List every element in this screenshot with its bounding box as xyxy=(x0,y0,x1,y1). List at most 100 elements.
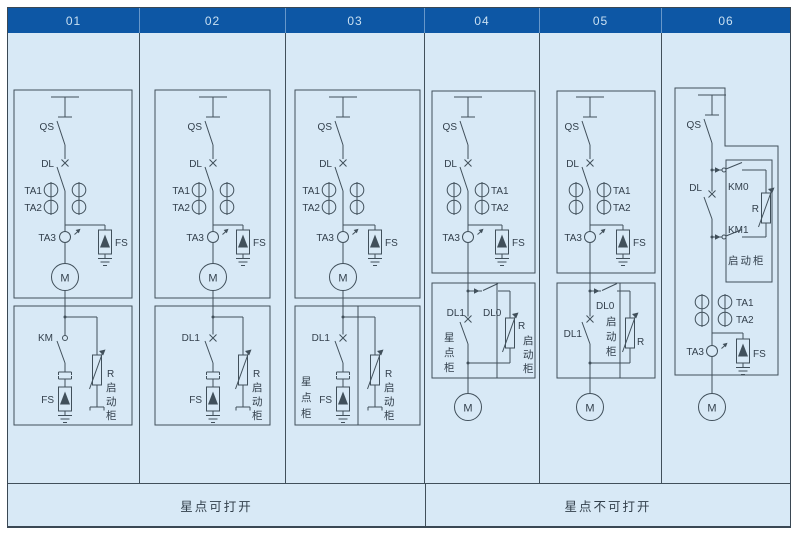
switchgear-box xyxy=(13,89,133,299)
footer-note-star-not-openable: 星点不可打开 xyxy=(425,484,790,526)
breaker-contact-icon xyxy=(209,334,217,342)
breaker-contact-icon xyxy=(464,159,472,167)
drawout-contact-icon xyxy=(206,366,220,388)
footer-note-star-openable: 星点可打开 xyxy=(180,498,253,514)
starter-cabinet-box xyxy=(725,159,773,283)
label-fs: FS xyxy=(189,395,202,406)
switchgear-box xyxy=(431,90,536,274)
label-qs: QS xyxy=(188,122,203,133)
starter-cabinet-box xyxy=(556,282,656,379)
arrester-fs-icon xyxy=(615,229,631,266)
breaker-contact-icon xyxy=(464,315,472,323)
label-r: R xyxy=(107,369,114,380)
motor-icon xyxy=(329,263,357,291)
resistor-r-icon xyxy=(502,312,519,353)
junction-dot xyxy=(710,235,714,239)
label-start-cabinet: 动 xyxy=(523,349,534,361)
label-km1: KM1 xyxy=(728,225,749,236)
motor-label: M xyxy=(585,403,594,415)
ct-ta3-icon xyxy=(584,231,596,243)
label-dl1: DL1 xyxy=(564,329,583,340)
label-ta1: TA1 xyxy=(491,186,509,197)
column-01: M QS DL TA1 TA2 TA3 FS KM FS R 启 动 柜 xyxy=(8,33,140,483)
motor-icon xyxy=(576,393,604,421)
ct-ta1-ta2-icon xyxy=(43,181,59,216)
ct-ta1-ta2-icon xyxy=(717,293,733,328)
label-ta2: TA2 xyxy=(24,203,42,214)
label-dl1: DL1 xyxy=(312,333,331,344)
arrester-fs-icon xyxy=(494,229,510,266)
switchgear-box xyxy=(556,90,656,274)
junction-dot xyxy=(710,168,714,172)
starter-cabinet-box xyxy=(13,305,133,426)
drawout-contact-icon xyxy=(336,366,350,388)
wires xyxy=(334,120,376,407)
label-dl0: DL0 xyxy=(596,301,615,312)
junction-dot xyxy=(63,315,67,319)
label-ta2: TA2 xyxy=(613,203,631,214)
label-start-cabinet: 动 xyxy=(384,396,395,408)
ta3-arrow-icon xyxy=(721,342,728,349)
ta3-arrow-icon xyxy=(477,228,484,235)
footer-row: 星点可打开 星点不可打开 xyxy=(8,483,790,526)
label-fs: FS xyxy=(115,238,128,249)
ct-ta3-icon xyxy=(59,231,71,243)
branch-arrow-icon xyxy=(715,234,721,240)
label-dl: DL xyxy=(41,159,54,170)
motor-icon xyxy=(51,263,79,291)
header-cell-04: 04 xyxy=(425,8,540,33)
label-start-cabinet: 柜 xyxy=(523,362,534,375)
ct-ta1-ta2-icon xyxy=(446,181,462,216)
circuit-01: M QS DL TA1 TA2 TA3 FS KM FS R 启 动 柜 xyxy=(13,89,133,426)
breaker-contact-icon xyxy=(209,159,217,167)
busbar-plug-icon xyxy=(50,96,80,118)
resistor-r-icon xyxy=(89,349,106,390)
label-dl: DL xyxy=(444,159,457,170)
motor-label: M xyxy=(707,403,716,415)
busbar-plug-icon xyxy=(575,96,605,118)
breaker-contact-icon xyxy=(586,315,594,323)
junction-dot xyxy=(588,289,592,293)
label-star-cabinet: 星 xyxy=(444,332,455,344)
label-ta3: TA3 xyxy=(316,233,334,244)
circuit-05: M QS DL TA1 TA2 TA3 FS DL0 DL1 启 动 柜 R xyxy=(556,90,656,421)
busbar-plug-icon xyxy=(453,96,483,118)
label-ta1: TA1 xyxy=(736,298,754,309)
resistor-r-icon xyxy=(235,349,252,390)
label-ta2: TA2 xyxy=(172,203,190,214)
label-ta1: TA1 xyxy=(302,186,320,197)
label-star-cabinet: 点 xyxy=(301,392,312,404)
label-dl: DL xyxy=(319,159,332,170)
junction-dot xyxy=(588,361,592,365)
header-cell-02: 02 xyxy=(140,8,286,33)
ct-ta3-icon xyxy=(207,231,219,243)
wires xyxy=(204,120,244,407)
diagram-table: 01 02 03 04 05 06 xyxy=(7,7,791,528)
label-ta3: TA3 xyxy=(186,233,204,244)
motor-label: M xyxy=(60,273,69,285)
label-dl: DL xyxy=(189,159,202,170)
breaker-contact-icon xyxy=(339,334,347,342)
busbar-plug-icon xyxy=(697,94,727,116)
motor-icon xyxy=(199,263,227,291)
ct-ta3-icon xyxy=(462,231,474,243)
label-ta2: TA2 xyxy=(736,315,754,326)
label-start-cabinet: 启 xyxy=(384,381,395,394)
arrester-fs-icon xyxy=(367,229,383,266)
branch-arrow-icon xyxy=(474,288,480,294)
breaker-contact-icon xyxy=(586,159,594,167)
junction-dot xyxy=(466,361,470,365)
busbar-plug-icon xyxy=(198,96,228,118)
branch-arrow-icon xyxy=(594,288,600,294)
label-ta1: TA1 xyxy=(24,186,42,197)
label-fs: FS xyxy=(41,395,54,406)
line-end-icon xyxy=(367,406,383,411)
label-dl1: DL1 xyxy=(447,308,466,319)
breaker-contact-icon xyxy=(61,159,69,167)
motor-label: M xyxy=(338,273,347,285)
label-start-cabinet: 启 xyxy=(106,381,117,394)
ct-ta1-ta2-icon xyxy=(321,181,337,216)
ct-ta1-ta2-icon xyxy=(694,293,710,328)
motor-icon xyxy=(698,393,726,421)
arrester-fs-icon xyxy=(97,229,113,266)
